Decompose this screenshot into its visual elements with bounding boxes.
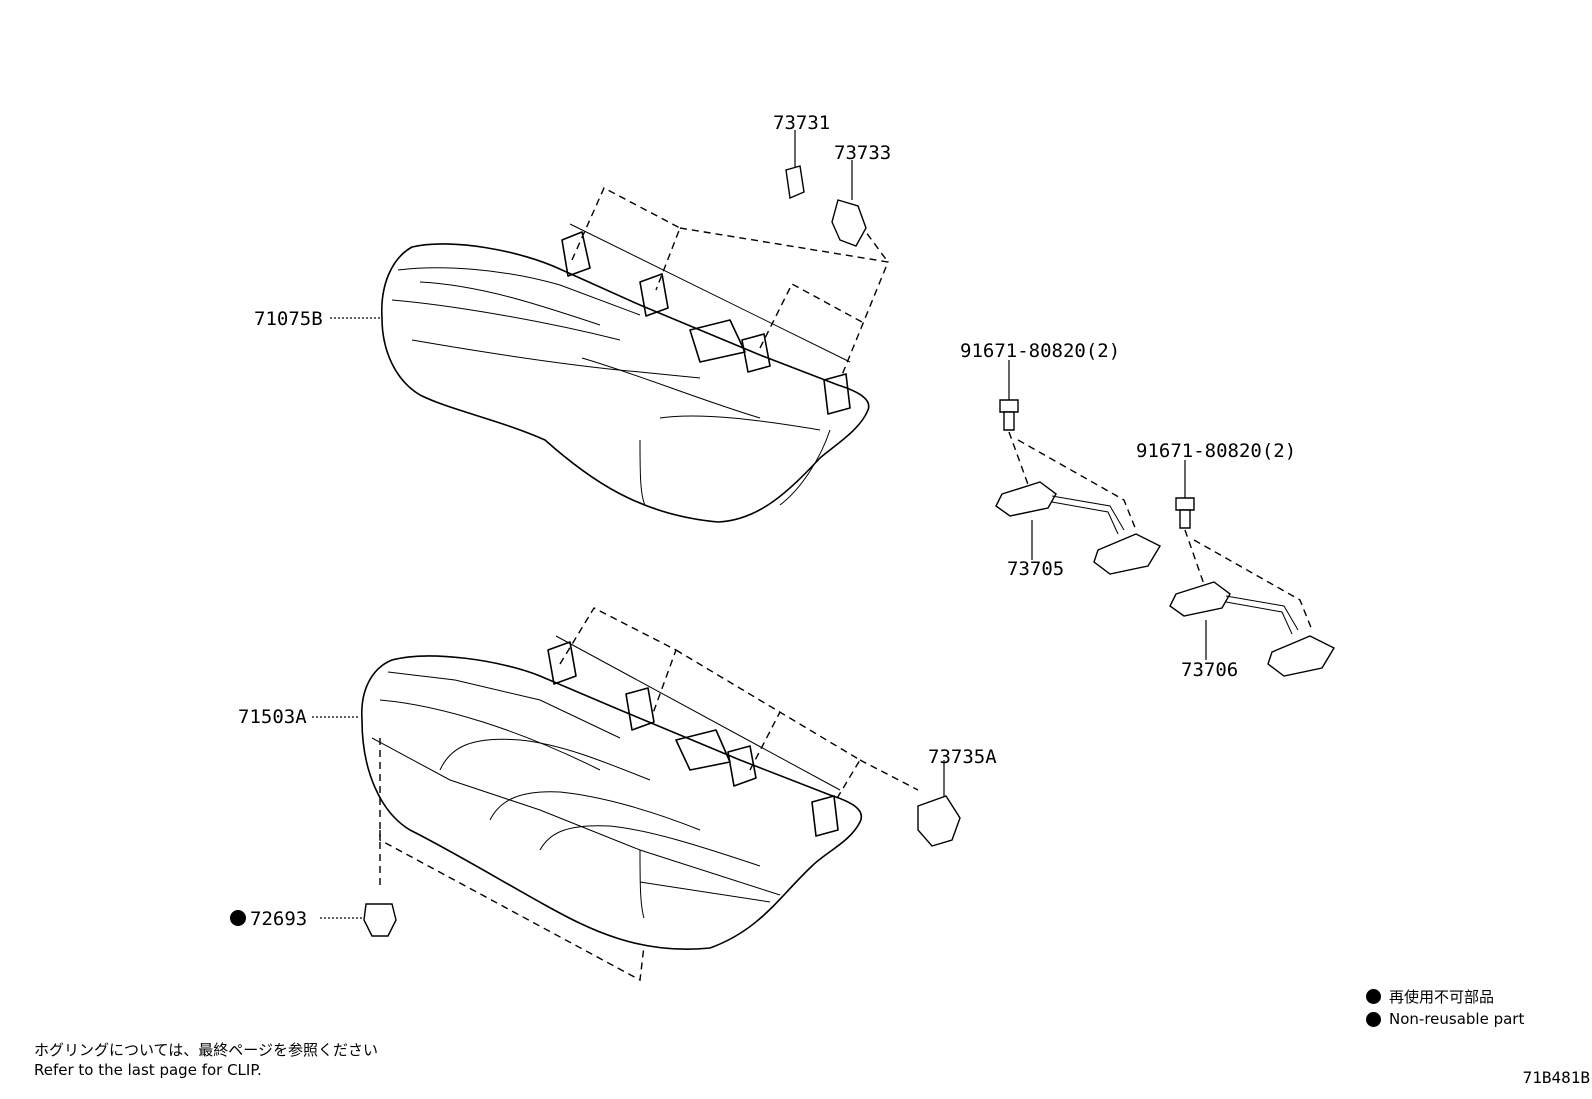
part-73731 (785, 165, 805, 200)
seat-cushion-cover (361, 635, 863, 950)
part-73733 (831, 199, 867, 247)
bolt-a (999, 399, 1019, 431)
label-72693: 72693 (250, 908, 307, 930)
legend-dot-icon (1366, 1011, 1381, 1027)
bolt-b (1175, 497, 1195, 529)
label-73706: 73706 (1181, 659, 1238, 681)
part-72693 (363, 903, 397, 937)
label-91671-b: 91671-80820(2) (1136, 440, 1296, 462)
non-reusable-dot (230, 910, 246, 926)
part-73706 (1169, 581, 1335, 677)
label-71075b: 71075B (254, 308, 323, 330)
label-73735a: 73735A (928, 746, 997, 768)
label-73733: 73733 (834, 142, 891, 164)
legend-jp: 再使用不可部品 (1366, 986, 1494, 1007)
seatback-cover (381, 223, 870, 523)
part-73705 (995, 481, 1161, 575)
clip-note-en: Refer to the last page for CLIP. (34, 1061, 262, 1079)
clip-note-jp: ホグリングについては、最終ページを参照ください (34, 1041, 378, 1059)
legend-jp-text: 再使用不可部品 (1389, 988, 1495, 1006)
label-73705: 73705 (1007, 558, 1064, 580)
part-73735a (917, 795, 961, 847)
diagram-code: 71B481B (1522, 1068, 1590, 1087)
label-91671-a: 91671-80820(2) (960, 340, 1120, 362)
legend-dot-icon (1366, 989, 1381, 1004)
legend-en: Non-reusable part (1366, 1010, 1524, 1028)
label-71503a: 71503A (238, 706, 307, 728)
legend-en-text: Non-reusable part (1389, 1010, 1525, 1028)
label-73731: 73731 (773, 112, 830, 134)
